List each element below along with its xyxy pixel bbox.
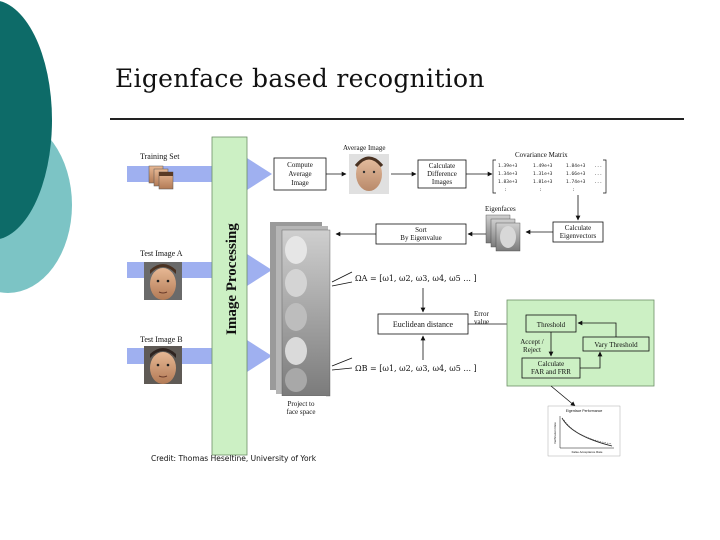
test-face-a [144,262,182,300]
cov-cell: 1.49e+3 [533,163,553,169]
arrow-to-omega-a [331,271,353,283]
arrow-to-omega-b-2 [331,367,353,371]
calc-far-frr-line2: FAR and FRR [531,368,571,376]
compute-average-line3: Image [291,179,309,187]
project-line2: face space [287,408,316,416]
omega-b: ΩB = [ω1, ω2, ω3, ω4, ω5 ... ] [355,364,477,373]
cov-cell: : [539,188,542,193]
cov-cell: ... [594,164,602,169]
compute-average-line2: Average [288,170,311,178]
cov-cell: 1.66e+3 [566,171,586,177]
training-set-label: Training Set [140,152,180,161]
projected-face-stack [270,222,331,397]
cov-cell: 1.81e+3 [533,179,553,185]
covariance-title: Covariance Matrix [515,151,568,159]
slide-title: Eigenface based recognition [115,64,485,93]
error-value-line2: value [474,318,489,326]
cov-cell: : [504,188,507,193]
test-image-a-label: Test Image A [140,249,183,258]
eigenfaces-stack [485,214,521,252]
cov-cell: ... [594,172,602,177]
arrow-to-omega-b [331,357,353,367]
image-processing-label: Image Processing [224,223,240,335]
cov-cell: 1.74e+3 [566,179,586,185]
cov-cell: : [572,188,575,193]
image-processing-box [211,136,248,456]
test-image-b-label: Test Image B [140,335,183,344]
mini-chart-curve-2 [563,419,613,445]
average-face [349,154,389,194]
mini-performance-chart: Eigenface Performance Verification Rate … [547,405,621,457]
test-face-b [144,346,182,384]
accept-reject-line1: Accept / [520,338,544,346]
calc-eigenvectors-line1: Calculate [565,224,591,232]
omega-a: ΩA = [ω1, ω2, ω3, ω4, ω5 ... ] [355,274,477,283]
arrow-far-to-vary [580,351,603,369]
credit-text: Credit: Thomas Heseltine, University of … [151,454,317,463]
arrow-to-omega-a-2 [331,281,353,287]
arrow-far-to-chart [550,385,576,407]
average-image-label: Average Image [343,144,385,152]
threshold-label: Threshold [537,321,566,329]
project-line1: Project to [287,400,315,408]
error-value-line1: Error [474,310,489,318]
accept-reject-line2: Reject [523,346,541,354]
arrow-test-a-head [247,254,272,286]
mini-chart-ylabel: Verification Rate [553,422,557,444]
eigenfaces-label: Eigenfaces [485,205,516,213]
calc-far-frr-line1: Calculate [538,360,564,368]
project-box [276,396,326,418]
vary-threshold-label: Vary Threshold [594,341,638,349]
left-decoration [0,1,72,293]
euclidean-label: Euclidean distance [393,320,454,329]
compute-average-line1: Compute [287,161,313,169]
title-divider [110,118,684,120]
sort-line1: Sort [415,226,427,234]
arrow-vary-to-threshold [577,320,617,337]
cov-cell: 1.34e+3 [498,171,518,177]
teal-dark-circle [0,1,52,239]
arrow-test-b-head [247,340,272,372]
training-set-faces [148,165,174,190]
calc-difference-line1: Calculate [429,162,455,170]
cov-cell: 1.31e+3 [533,171,553,177]
arrow-training-head [247,158,272,190]
calc-difference-line3: Images [432,178,452,186]
calc-difference-box [417,159,467,189]
cov-cell: ... [594,180,602,185]
covariance-matrix: 1.39e+3 1.49e+3 1.84e+3 ... 1.34e+3 1.31… [492,159,607,194]
cov-cell: 1.84e+3 [566,163,586,169]
mini-chart-xlabel: False Acceptance Rate [572,450,603,454]
cov-cell: 1.39e+3 [498,163,518,169]
calc-difference-line2: Difference [427,170,457,178]
cov-cell: 1.83e+3 [498,179,518,185]
calc-eigenvectors-line2: Eigenvectors [560,232,597,240]
sort-line2: By Eigenvalue [400,234,441,242]
mini-chart-title: Eigenface Performance [566,409,603,413]
